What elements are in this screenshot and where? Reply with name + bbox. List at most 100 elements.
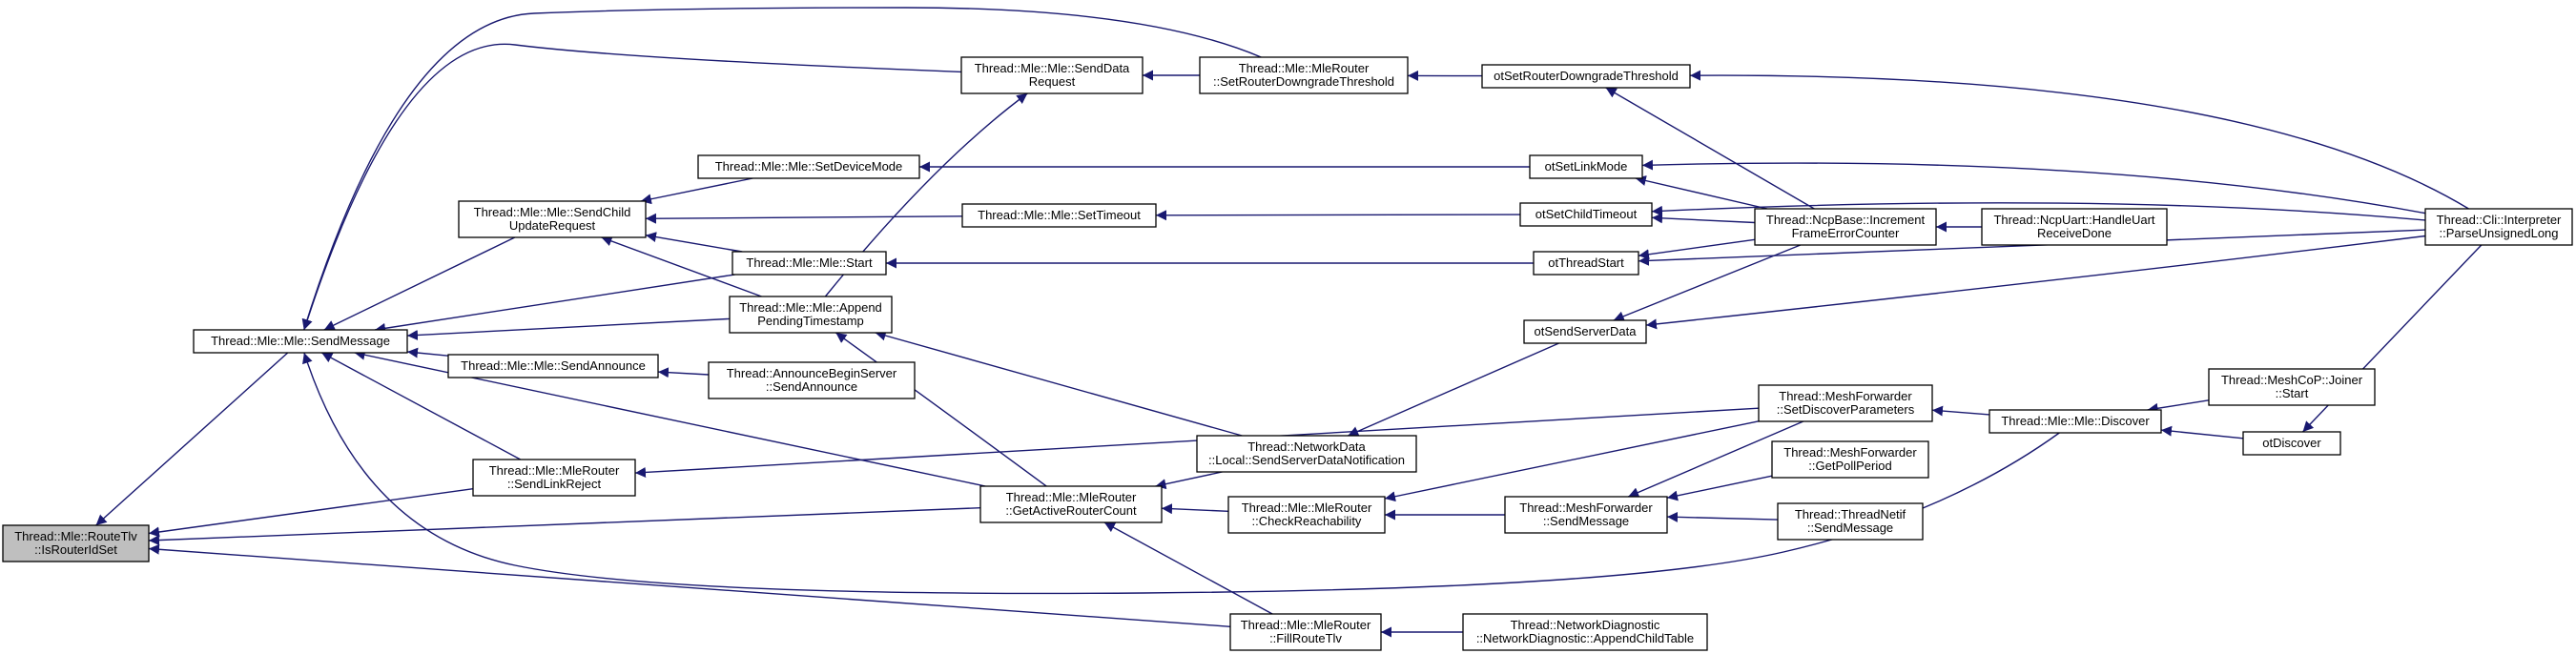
function-node[interactable]: otSetChildTimeout bbox=[1519, 202, 1653, 227]
node-box bbox=[1771, 440, 1929, 479]
function-node[interactable]: Thread::MeshForwarder::GetPollPeriod bbox=[1771, 440, 1929, 479]
node-box bbox=[447, 354, 659, 378]
node-box bbox=[2424, 208, 2573, 246]
node-box bbox=[2242, 431, 2341, 456]
node-label: PendingTimestamp bbox=[757, 314, 864, 328]
function-node[interactable]: Thread::Mle::Mle::Discover bbox=[1989, 409, 2162, 434]
node-box bbox=[1758, 384, 1933, 422]
call-edge bbox=[1613, 244, 1802, 321]
function-node[interactable]: Thread::Mle::MleRouter::FillRouteTlv bbox=[1229, 613, 1382, 651]
node-label: otSetRouterDowngradeThreshold bbox=[1494, 69, 1679, 83]
node-label: Thread::MeshCoP::Joiner bbox=[2221, 373, 2363, 387]
node-box bbox=[697, 154, 920, 179]
node-label: Thread::AnnounceBeginServer bbox=[727, 366, 897, 380]
call-edge bbox=[601, 235, 762, 297]
function-node[interactable]: Thread::AnnounceBeginServer::SendAnnounc… bbox=[708, 361, 916, 399]
node-box bbox=[2208, 368, 2376, 406]
call-edge bbox=[148, 488, 474, 538]
node-label: ::NetworkDiagnostic::AppendChildTable bbox=[1476, 631, 1694, 645]
call-edge bbox=[1638, 238, 1756, 260]
node-box bbox=[1529, 154, 1643, 179]
function-node[interactable]: Thread::Mle::MleRouter::GetActiveRouterC… bbox=[979, 485, 1163, 523]
node-box bbox=[1989, 409, 2162, 434]
function-node[interactable]: otThreadStart bbox=[1533, 251, 1639, 276]
node-label: ::SetRouterDowngradeThreshold bbox=[1213, 74, 1394, 89]
node-box bbox=[708, 361, 916, 399]
call-edge bbox=[640, 177, 753, 205]
call-edge bbox=[1348, 342, 1559, 437]
call-edge bbox=[148, 507, 981, 546]
node-label: UpdateRequest bbox=[509, 218, 596, 233]
node-label: ::SendMessage bbox=[1543, 514, 1629, 528]
node-label: otSetLinkMode bbox=[1545, 159, 1628, 174]
function-node[interactable]: Thread::NcpBase::IncrementFrameErrorCoun… bbox=[1754, 208, 1937, 246]
call-edge bbox=[1689, 70, 2469, 210]
call-edge bbox=[320, 352, 522, 460]
node-box bbox=[1229, 613, 1382, 651]
call-edge bbox=[1666, 475, 1773, 501]
node-box bbox=[1504, 496, 1668, 534]
node-label: ::SendLinkReject bbox=[507, 477, 602, 491]
function-node[interactable]: Thread::MeshForwarder::SetDiscoverParame… bbox=[1758, 384, 1933, 422]
node-box bbox=[960, 56, 1144, 94]
function-node[interactable]: Thread::MeshCoP::Joiner::Start bbox=[2208, 368, 2376, 406]
node-box bbox=[1196, 435, 1417, 473]
function-node[interactable]: otSendServerData bbox=[1523, 319, 1647, 344]
node-label: otDiscover bbox=[2262, 436, 2321, 450]
function-node[interactable]: Thread::ThreadNetif::SendMessage bbox=[1777, 502, 1924, 541]
node-box bbox=[1754, 208, 1937, 246]
node-box bbox=[1981, 208, 2168, 246]
call-edge bbox=[301, 7, 1262, 331]
node-label: Thread::Mle::Mle::SendData bbox=[975, 61, 1130, 75]
call-edge bbox=[1651, 202, 2426, 221]
call-edge bbox=[1635, 175, 1768, 210]
node-label: Thread::Mle::MleRouter bbox=[1241, 618, 1371, 632]
function-node[interactable]: Thread::NetworkData::Local::SendServerDa… bbox=[1196, 435, 1417, 473]
node-label: Thread::MeshForwarder bbox=[1519, 501, 1653, 515]
function-node[interactable]: Thread::NetworkDiagnostic::NetworkDiagno… bbox=[1462, 613, 1708, 651]
node-label: Thread::Mle::Mle::Start bbox=[746, 255, 873, 270]
call-edge bbox=[657, 367, 710, 378]
function-node[interactable]: Thread::Mle::Mle::SetTimeout bbox=[961, 203, 1157, 228]
node-label: Thread::NetworkData bbox=[1247, 439, 1366, 454]
function-node[interactable]: otSetLinkMode bbox=[1529, 154, 1643, 179]
node-box bbox=[729, 296, 893, 334]
node-label: Thread::Mle::Mle::Append bbox=[739, 300, 882, 315]
node-box bbox=[979, 485, 1163, 523]
call-edge bbox=[1161, 503, 1229, 515]
node-box bbox=[1462, 613, 1708, 651]
function-node[interactable]: otDiscover bbox=[2242, 431, 2341, 456]
call-edge bbox=[406, 317, 731, 341]
function-node[interactable]: Thread::Mle::MleRouter::CheckReachabilit… bbox=[1227, 496, 1386, 534]
call-edge bbox=[1384, 420, 1760, 502]
node-label: Thread::ThreadNetif bbox=[1795, 507, 1906, 521]
function-node[interactable]: Thread::Mle::MleRouter::SendLinkReject bbox=[472, 459, 636, 497]
node-label: Thread::Mle::Mle::SetDeviceMode bbox=[715, 159, 903, 174]
call-edge bbox=[2160, 425, 2244, 439]
function-node[interactable]: Thread::Mle::MleRouter::SetRouterDowngra… bbox=[1199, 56, 1409, 94]
node-box bbox=[1523, 319, 1647, 344]
node-label: Thread::Mle::Mle::SendMessage bbox=[211, 334, 390, 348]
function-node[interactable]: Thread::Mle::Mle::SendMessage bbox=[193, 329, 408, 354]
function-node[interactable]: Thread::Mle::RouteTlv::IsRouterIdSet bbox=[2, 524, 150, 562]
node-box bbox=[1777, 502, 1924, 541]
node-label: Thread::Mle::MleRouter bbox=[1006, 490, 1137, 504]
function-node[interactable]: otSetRouterDowngradeThreshold bbox=[1481, 64, 1691, 89]
node-box bbox=[961, 203, 1157, 228]
function-node[interactable]: Thread::Mle::Mle::SetDeviceMode bbox=[697, 154, 920, 179]
call-edge bbox=[1605, 87, 1815, 210]
node-box bbox=[472, 459, 636, 497]
node-label: ::FillRouteTlv bbox=[1269, 631, 1342, 645]
nodes-layer: Thread::Mle::RouteTlv::IsRouterIdSetThre… bbox=[2, 56, 2573, 651]
function-node[interactable]: Thread::Cli::Interpreter::ParseUnsignedL… bbox=[2424, 208, 2573, 246]
node-label: ::CheckReachability bbox=[1252, 514, 1362, 528]
function-node[interactable]: Thread::Mle::Mle::SendAnnounce bbox=[447, 354, 659, 378]
function-node[interactable]: Thread::MeshForwarder::SendMessage bbox=[1504, 496, 1668, 534]
node-label: Request bbox=[1029, 74, 1076, 89]
function-node[interactable]: Thread::Mle::Mle::Start bbox=[732, 251, 887, 276]
